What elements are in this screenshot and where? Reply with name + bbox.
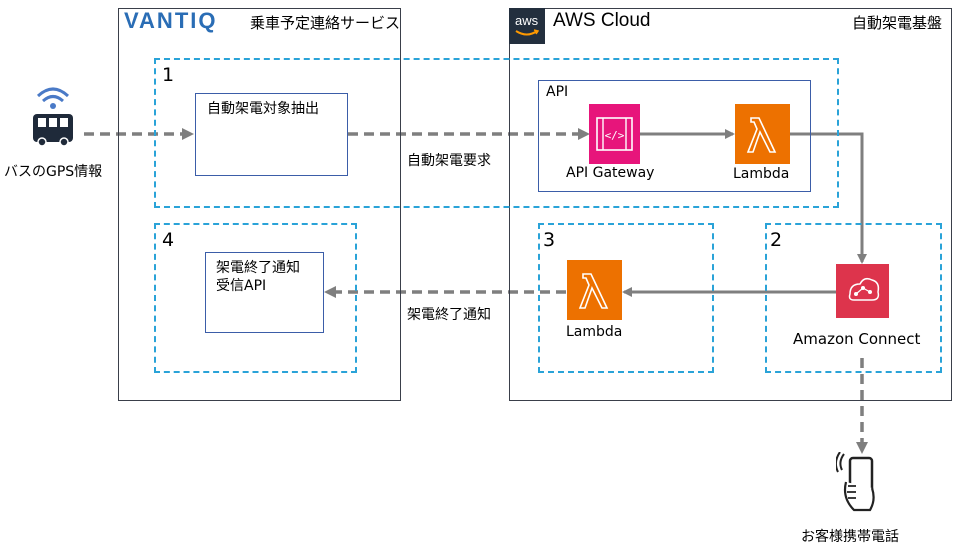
amazon-connect-icon	[836, 264, 889, 318]
bus-gps-label: バスのGPS情報	[4, 164, 103, 180]
zone-2	[765, 223, 942, 373]
flow-auto-call-request: 自動架電要求	[407, 153, 491, 169]
lambda-bottom-icon	[567, 260, 622, 320]
api-gateway-icon: </>	[589, 104, 640, 164]
vantiq-frame	[118, 8, 401, 401]
receive-api-line1: 架電終了通知	[216, 260, 300, 276]
customer-phone-label: お客様携帯電話	[801, 529, 899, 545]
receive-api-line2: 受信API	[216, 278, 267, 294]
svg-text:</>: </>	[605, 129, 625, 142]
lambda-top-icon	[735, 104, 790, 164]
api-gateway-label: API Gateway	[566, 165, 655, 181]
zone-4	[154, 223, 357, 373]
vantiq-service-name: 乗車予定連絡サービス	[250, 14, 401, 32]
lambda-bottom-label: Lambda	[566, 324, 623, 340]
flow-call-end-notice: 架電終了通知	[407, 307, 491, 323]
smartphone-icon	[836, 452, 875, 512]
zone-3-number: 3	[543, 229, 556, 251]
zone-2-number: 2	[770, 229, 783, 251]
aws-cloud-frame	[509, 8, 952, 401]
amazon-connect-label: Amazon Connect	[793, 330, 921, 348]
lambda-top-label: Lambda	[733, 166, 790, 182]
lambda-glyph-icon	[578, 273, 609, 309]
zone-1-number: 1	[162, 64, 175, 86]
aws-logo-text: aws	[515, 13, 539, 28]
api-group-box	[538, 80, 811, 192]
auto-call-extract-box	[195, 93, 348, 176]
zone-3	[538, 223, 714, 373]
aws-smile-icon	[515, 29, 539, 36]
platform-label: 自動架電基盤	[852, 14, 943, 32]
api-group-label: API	[546, 84, 569, 100]
api-gateway-glyph-icon: </>	[596, 117, 633, 151]
vantiq-logo: VANTIQ	[124, 8, 218, 33]
zone-4-number: 4	[162, 229, 175, 251]
aws-logo: aws	[509, 8, 545, 44]
connect-glyph-icon	[848, 277, 880, 301]
bus-gps-icon	[33, 87, 73, 147]
lambda-glyph-icon	[746, 117, 777, 153]
arrow-lambda-to-connect	[790, 132, 867, 264]
aws-cloud-title: AWS Cloud	[553, 10, 651, 31]
zone-1	[154, 58, 839, 208]
call-end-receive-api-box	[205, 252, 324, 333]
auto-call-extract-label: 自動架電対象抽出	[207, 101, 319, 117]
